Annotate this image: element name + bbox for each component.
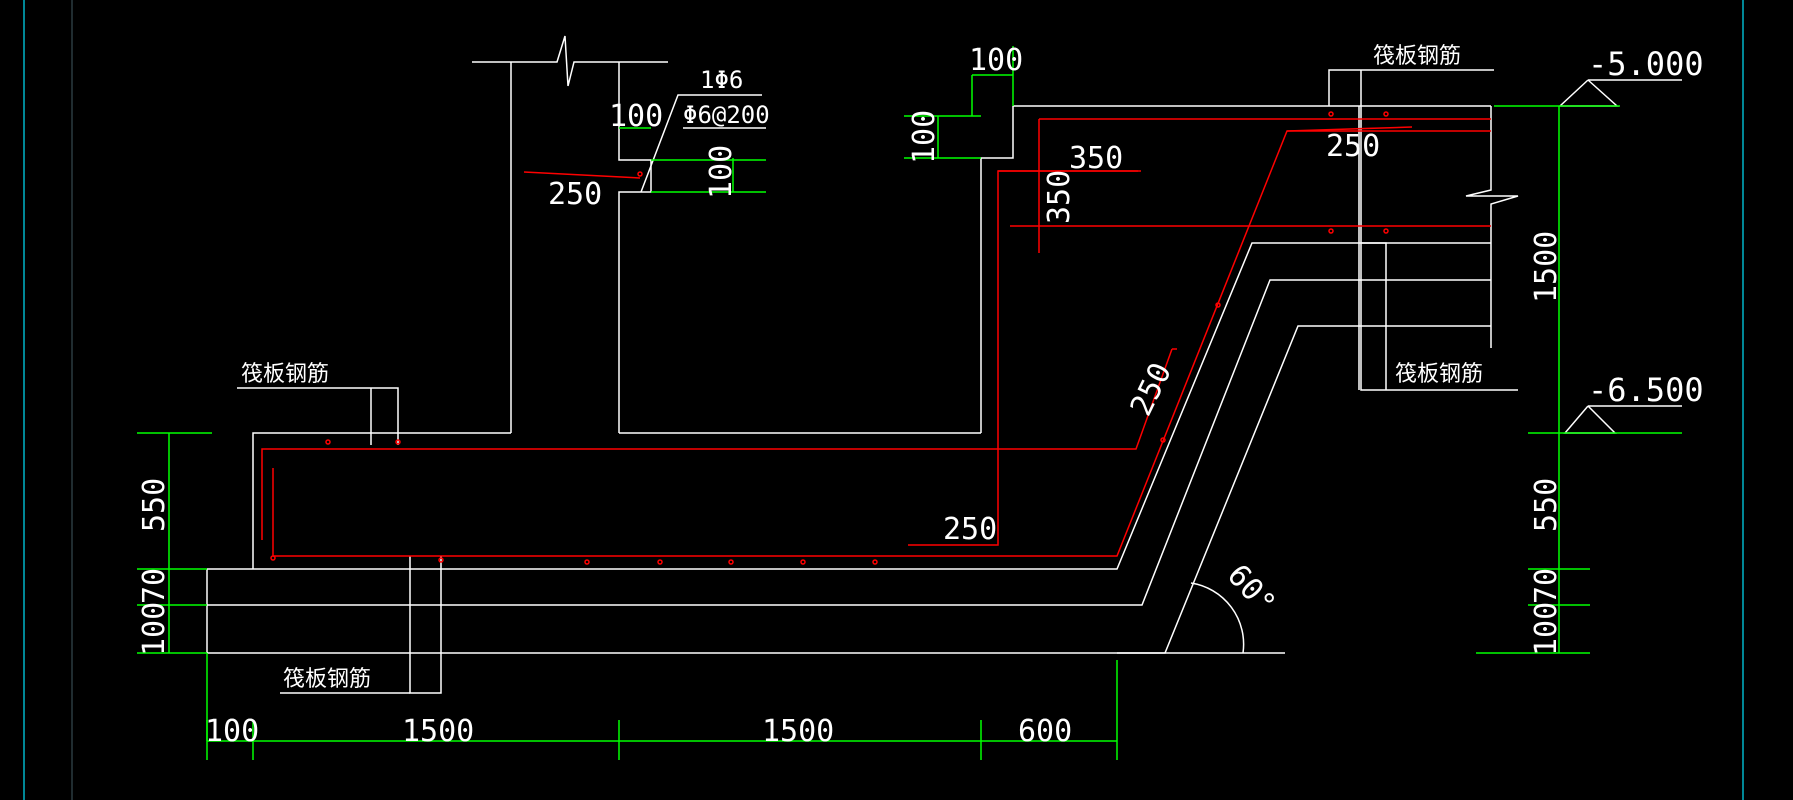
dim-bottom-600: 600 <box>1018 714 1072 749</box>
rebar-label-350-v: 350 <box>1042 170 1077 224</box>
label-phi6-at200: Φ6@200 <box>683 101 770 129</box>
elev-bottom-triangle <box>1563 405 1617 434</box>
dim-left-70: 70 <box>137 568 172 604</box>
rebar-top-right-250 <box>1286 126 1413 132</box>
dim-bottom-1500-b: 1500 <box>762 714 834 749</box>
rebar-dot <box>325 439 331 445</box>
rebar-dot <box>1383 228 1389 234</box>
rebar-label-250-top-right: 250 <box>1326 129 1380 164</box>
angle-arc <box>1190 582 1245 654</box>
label-1phi6: 1Φ6 <box>700 66 743 94</box>
rebar-dot <box>657 559 663 565</box>
slab-layer-2 <box>207 279 1491 606</box>
slab-layer-1 <box>207 242 1491 570</box>
left-column-top <box>472 35 668 87</box>
pit-wall-left <box>980 106 1014 433</box>
dim-bottom-100: 100 <box>205 714 259 749</box>
dim-mid-100-v-label: 100 <box>704 145 739 199</box>
base-top-left <box>252 432 511 569</box>
label-raft-rebar-top-right: 筏板钢筋 <box>1373 44 1461 69</box>
rebar-box-350 <box>908 170 1141 546</box>
rebar-dot <box>1328 111 1334 117</box>
dim-left-550: 550 <box>137 478 172 532</box>
raft-rebar-box-bottom <box>409 556 442 694</box>
rebar-main-bottom <box>261 348 1173 540</box>
raft-rebar-box-right-inner <box>1361 242 1387 390</box>
rebar-lines <box>261 111 1491 565</box>
dim-top-100-h-label: 100 <box>969 43 1023 78</box>
left-column-right-upper <box>618 62 652 433</box>
dim-top-100-v-label: 100 <box>907 110 942 164</box>
dim-mid-100-h-label: 100 <box>609 99 663 134</box>
elevation-top: -5.000 <box>1588 45 1704 83</box>
rebar-top-left-250 <box>523 171 641 179</box>
rebar-label-250-slope: 250 <box>1124 357 1179 421</box>
label-raft-rebar-bottom: 筏板钢筋 <box>283 667 371 692</box>
rebar-dot <box>728 559 734 565</box>
rebar-dot <box>270 555 276 561</box>
rebar-dot <box>637 171 643 177</box>
rebar-label-350-h: 350 <box>1069 141 1123 176</box>
labels: 筏板钢筋 筏板钢筋 筏板钢筋 筏板钢筋 1Φ6 Φ6@200 -5.000 -6… <box>137 43 1704 749</box>
slab-layer-3 <box>207 325 1491 654</box>
dim-right-70: 70 <box>1529 568 1564 604</box>
rebar-dot <box>395 439 401 445</box>
frame-lines <box>23 0 1744 800</box>
elevation-bottom: -6.500 <box>1588 371 1704 409</box>
rebar-dot <box>800 559 806 565</box>
elev-top-triangle <box>1558 79 1619 107</box>
rebar-dot <box>1215 302 1221 308</box>
rebar-dot <box>872 559 878 565</box>
dim-bottom-1500-a: 1500 <box>402 714 474 749</box>
dim-right-100: 100 <box>1529 602 1564 656</box>
dim-right-550: 550 <box>1529 478 1564 532</box>
rebar-dot <box>1160 437 1166 443</box>
rebar-dot <box>1383 111 1389 117</box>
right-break <box>1465 106 1519 348</box>
structure-outline <box>206 35 1682 694</box>
rebar-dot <box>1328 228 1334 234</box>
label-raft-rebar-left: 筏板钢筋 <box>241 362 329 387</box>
dim-left-100: 100 <box>137 602 172 656</box>
rebar-label-250-top-left: 250 <box>548 177 602 212</box>
rebar-label-250-bottom: 250 <box>943 512 997 547</box>
angle-60-label: 60° <box>1220 558 1282 622</box>
rebar-dot <box>584 559 590 565</box>
dim-right-1500: 1500 <box>1529 231 1564 303</box>
rebar-dot <box>438 557 444 563</box>
raft-rebar-box-right <box>1360 70 1518 391</box>
label-raft-rebar-right: 筏板钢筋 <box>1395 362 1483 387</box>
dimension-lines <box>137 46 1682 760</box>
raft-rebar-box-left <box>237 387 399 445</box>
rebar-main-lower <box>273 130 1491 557</box>
raft-rebar-box-top-right <box>1328 69 1494 106</box>
